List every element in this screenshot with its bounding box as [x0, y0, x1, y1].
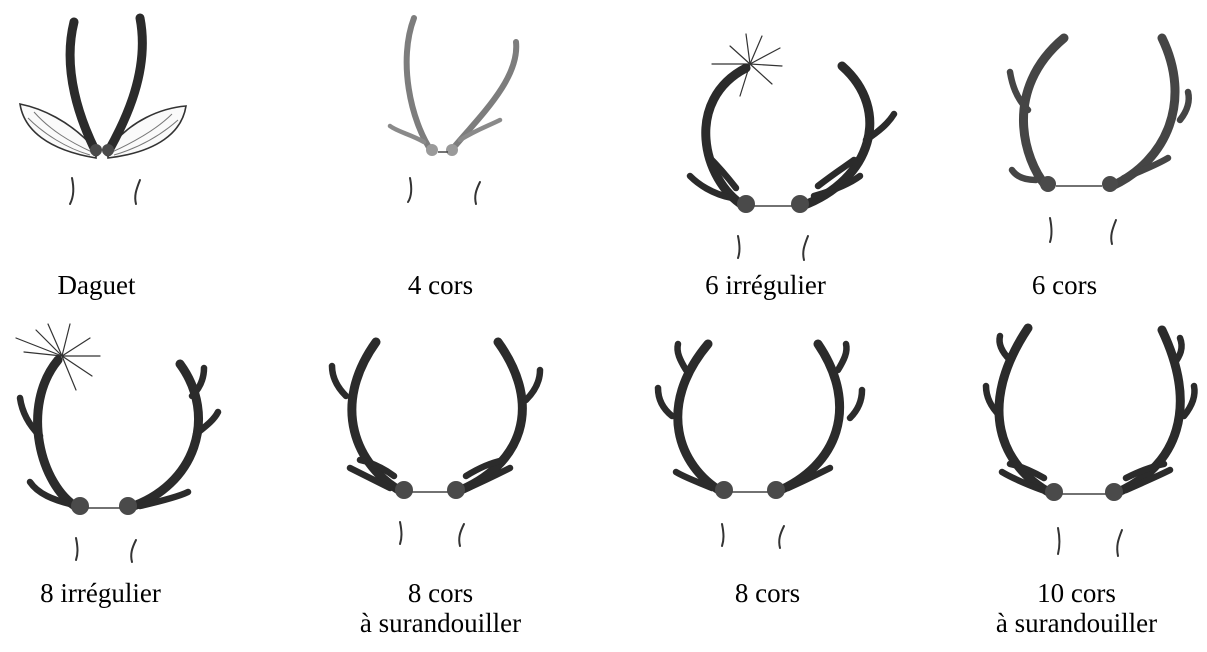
right-beam	[802, 66, 870, 206]
antler-6-cors: 6 cors	[932, 0, 1207, 326]
caption-daguet: Daguet	[0, 270, 247, 300]
right-beam	[450, 42, 516, 152]
antler-8-cors-surandouiller: 8 cors à surandouiller	[290, 316, 591, 642]
caption-10-cors-surandouiller: 10 cors à surandouiller	[926, 578, 1207, 638]
caption-4-cors: 4 cors	[290, 270, 591, 300]
antler-6-irregulier: 6 irrégulier	[622, 0, 923, 326]
left-beam	[38, 360, 78, 508]
caption-8-irregulier: 8 irrégulier	[0, 578, 251, 608]
antler-8-cors: 8 cors	[612, 316, 913, 642]
right-beam	[128, 364, 199, 508]
antler-4-cors: 4 cors	[290, 0, 591, 326]
caption-8-cors: 8 cors	[617, 578, 918, 608]
right-beam	[1112, 38, 1175, 186]
caption-6-irregulier: 6 irrégulier	[615, 270, 916, 300]
caption-8-cors-surandouiller: 8 cors à surandouiller	[290, 578, 591, 638]
left-beam	[407, 18, 432, 152]
antler-8-irregulier: 8 irrégulier	[0, 316, 301, 642]
caption-6-cors: 6 cors	[914, 270, 1207, 300]
antler-10-cors-surandouiller: 10 cors à surandouiller	[946, 316, 1207, 642]
antler-daguet: Daguet	[0, 0, 301, 326]
left-beam	[706, 68, 746, 206]
